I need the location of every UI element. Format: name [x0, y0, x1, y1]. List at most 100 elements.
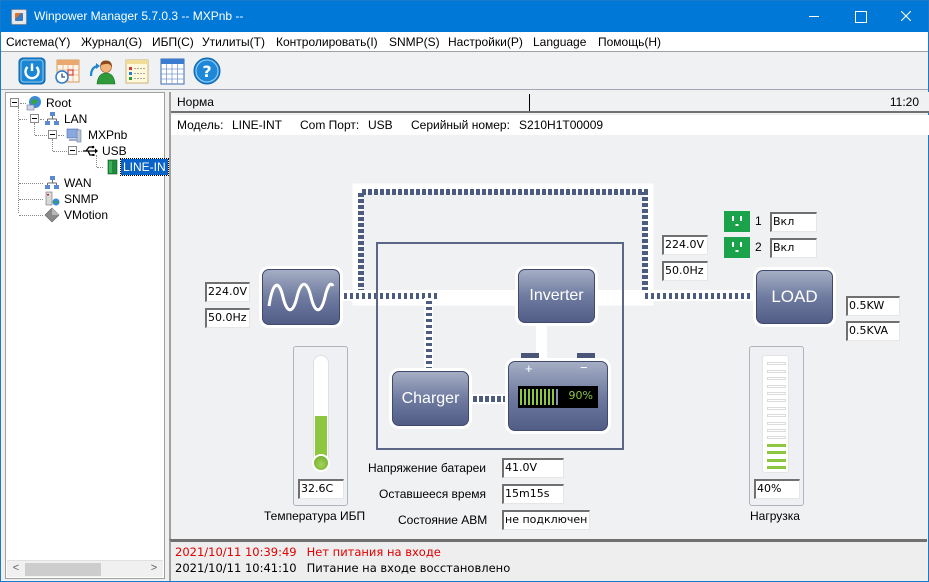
scrollbar-thumb[interactable] [25, 563, 101, 576]
tree-node-lan[interactable]: LAN [6, 111, 156, 127]
outlet-2[interactable]: 2 Вкл [724, 237, 819, 259]
menu-journal[interactable]: Журнал(G) [81, 35, 143, 49]
power-button[interactable] [17, 56, 47, 86]
outlet-on-icon [724, 211, 750, 232]
help-button[interactable]: ? [192, 56, 222, 86]
computer-icon [66, 128, 82, 143]
tree-horizontal-scrollbar[interactable]: < > [7, 560, 163, 577]
event-list-button[interactable] [122, 56, 152, 86]
load-bar-segment [767, 443, 786, 447]
battery-block[interactable]: + − 90% [508, 353, 610, 433]
ac-input-block[interactable] [262, 269, 340, 325]
port-value: USB [368, 118, 393, 132]
menu-help[interactable]: Помощь(H) [598, 35, 662, 49]
close-button[interactable] [883, 1, 929, 32]
toolbar: ? [1, 52, 928, 90]
collapse-toggle[interactable] [68, 146, 77, 155]
tree-node-usb[interactable]: USB [6, 143, 156, 159]
load-bar-segment [767, 392, 786, 395]
menu-bar: Система(Y) Журнал(G) ИБП(C) Утилиты(T) К… [1, 32, 928, 52]
battery-charge-segment [536, 389, 538, 405]
menu-settings[interactable]: Настройки(P) [448, 35, 523, 49]
input-voltage-field: 224.0V [205, 282, 250, 302]
tree-node-root[interactable]: Root [6, 95, 156, 111]
outlet-number: 1 [755, 214, 762, 228]
collapse-toggle[interactable] [10, 98, 19, 107]
menu-system[interactable]: Система(Y) [6, 35, 71, 49]
battery-charge-segment [552, 389, 554, 405]
vmotion-icon [44, 207, 60, 223]
scroll-right-arrow-icon[interactable]: > [150, 562, 158, 574]
svg-text:?: ? [202, 62, 211, 81]
battery-charge-meter: 90% [518, 386, 598, 408]
tree-node-wan[interactable]: WAN [6, 175, 156, 191]
collapse-toggle[interactable] [30, 114, 39, 123]
inverter-battery-line [536, 305, 547, 360]
tree-node-snmp[interactable]: SNMP [6, 191, 156, 207]
wan-network-icon [45, 176, 59, 189]
help-icon: ? [193, 57, 221, 85]
serial-value: S210H1T00009 [519, 118, 604, 132]
log-timestamp: 2021/10/11 10:41:10 [175, 561, 297, 575]
outlet-1[interactable]: 1 Вкл [724, 211, 819, 233]
tree-node-device[interactable]: LINE-IN [6, 158, 169, 176]
schedule-button[interactable] [52, 56, 82, 86]
inverter-block[interactable]: Inverter [518, 269, 595, 323]
power-flow-diagram: 224.0V 50.0Hz Inverter Charger + − [171, 135, 929, 539]
load-block[interactable]: LOAD [756, 270, 833, 324]
log-timestamp: 2021/10/11 10:39:49 [175, 545, 297, 559]
menu-snmp[interactable]: SNMP(S) [389, 35, 440, 49]
outlet-state-field: Вкл [770, 238, 817, 258]
load-bar-segment [767, 466, 786, 469]
data-table-icon [160, 58, 185, 85]
outlet-on-icon [724, 237, 750, 258]
load-bar-segment [767, 458, 786, 462]
user-login-button[interactable] [87, 56, 117, 86]
menu-language[interactable]: Language [533, 35, 587, 49]
remaining-time-label: Оставшееся время [379, 487, 487, 501]
menu-ups[interactable]: ИБП(C) [152, 35, 194, 49]
tree-node-vmotion[interactable]: VMotion [6, 207, 156, 223]
java-app-icon [11, 9, 27, 25]
ups-device-icon [107, 159, 118, 175]
battery-charge-segment [540, 389, 542, 405]
battery-charge-segment [528, 389, 530, 405]
menu-utilities[interactable]: Утилиты(T) [202, 35, 265, 49]
minimize-button[interactable] [791, 1, 837, 32]
load-kva-field: 0.5KVA [846, 321, 900, 341]
tree-node-host[interactable]: MXPnb [6, 127, 156, 143]
scroll-left-arrow-icon[interactable]: < [12, 562, 20, 574]
load-bar-segment [767, 429, 786, 432]
load-bar-segment [767, 377, 786, 381]
power-lines [327, 183, 759, 450]
tree-label: SNMP [64, 192, 99, 206]
collapse-toggle[interactable] [48, 130, 57, 139]
battery-charge-segment [548, 389, 550, 405]
tree-label: LAN [64, 112, 88, 126]
charger-block[interactable]: Charger [392, 371, 469, 426]
outlet-state-field: Вкл [770, 212, 817, 232]
temperature-fill [315, 415, 327, 465]
usb-icon [83, 145, 98, 156]
ups-state: Норма [177, 95, 214, 109]
tree-label: USB [102, 144, 127, 158]
snmp-agent-icon [45, 191, 60, 206]
load-bar-segment [767, 362, 786, 366]
data-table-button[interactable] [157, 56, 187, 86]
port-label: Com Порт: [300, 118, 360, 132]
load-bar-segment [767, 369, 786, 373]
menu-control[interactable]: Контролировать(I) [276, 35, 378, 49]
battery-voltage-label: Напряжение батареи [368, 461, 487, 475]
tree-label-selected: LINE-IN [120, 158, 169, 176]
network-globe-icon [26, 96, 41, 111]
sine-wave-icon [267, 282, 335, 312]
load-percent-field: 40% [754, 479, 800, 499]
tree-label: WAN [64, 176, 92, 190]
load-kw-field: 0.5KW [846, 296, 900, 316]
remaining-time-field: 15m15s [502, 484, 564, 504]
maximize-button[interactable] [837, 1, 883, 32]
user-login-icon [89, 60, 116, 85]
model-label: Модель: [177, 118, 224, 132]
